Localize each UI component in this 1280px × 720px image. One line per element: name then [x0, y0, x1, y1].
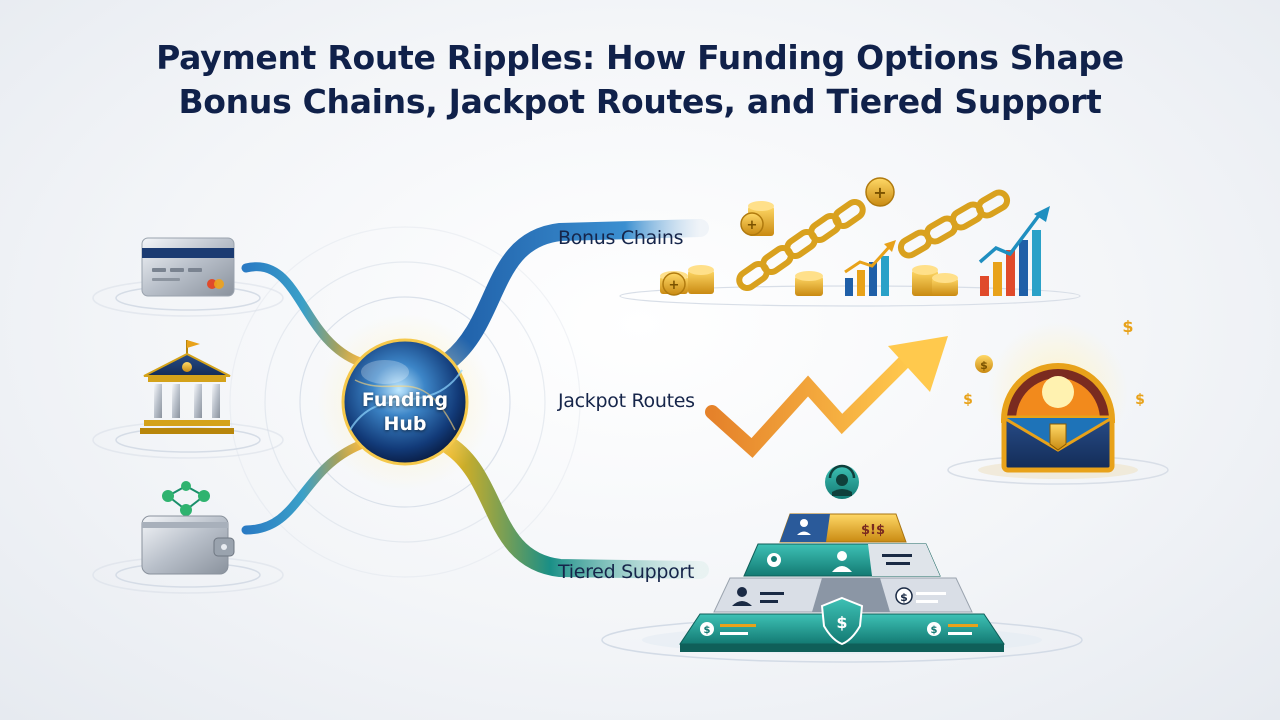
coin-stack-icon [912, 265, 958, 296]
title-line-2: Bonus Chains, Jackpot Routes, and Tiered… [178, 82, 1102, 121]
route-label-bonus-chains: Bonus Chains [558, 227, 684, 249]
svg-text:$: $ [931, 625, 938, 636]
svg-text:$: $ [963, 392, 973, 408]
svg-text:$: $ [1135, 392, 1145, 408]
funding-hub-label: Funding Hub [345, 388, 465, 436]
hub-label-line-2: Hub [383, 413, 427, 435]
bonus-coin-icon: + [865, 177, 895, 207]
coin-stack-icon: + [740, 201, 774, 236]
growth-chart-icon [844, 240, 896, 296]
route-band-support [441, 437, 709, 579]
user-icon [732, 587, 752, 606]
svg-text:+: + [747, 218, 758, 233]
svg-text:+: + [669, 278, 680, 293]
bonus-chains-art: + + + [619, 177, 1081, 307]
digital-wallet-icon [141, 481, 235, 575]
svg-text:$: $ [1122, 317, 1133, 336]
coin-stack-icon: + [660, 265, 714, 296]
growth-chart-icon [978, 206, 1050, 296]
chain-icon [897, 189, 1011, 259]
svg-text:$: $ [900, 591, 908, 604]
user-icon [832, 551, 852, 572]
hub-label-line-1: Funding [361, 389, 449, 411]
route-label-jackpot-routes: Jackpot Routes [558, 390, 695, 412]
headset-agent-icon [767, 553, 781, 567]
svg-text:$!$: $!$ [861, 523, 885, 538]
user-icon [797, 519, 811, 535]
headset-agent-icon [825, 464, 859, 499]
shield-icon: $ [820, 596, 864, 646]
page-title: Payment Route Ripples: How Funding Optio… [0, 36, 1280, 124]
coin-stack-icon [795, 271, 823, 296]
bank-icon [140, 340, 234, 434]
credit-card-icon [141, 237, 235, 297]
svg-text:$: $ [980, 359, 988, 372]
jackpot-arrowhead [888, 336, 948, 392]
title-line-1: Payment Route Ripples: How Funding Optio… [156, 38, 1124, 77]
jackpot-zigzag-arrow [705, 349, 917, 458]
route-label-tiered-support: Tiered Support [558, 561, 695, 583]
svg-text:+: + [873, 183, 886, 202]
chain-icon [736, 198, 866, 292]
svg-text:$: $ [836, 613, 847, 632]
svg-text:$: $ [704, 625, 711, 636]
jackpot-treasure-icon: $ $ $ $ [947, 317, 1169, 485]
funding-hub [317, 314, 493, 490]
tiered-support-pyramid: $ $ $ $ $!$ [601, 464, 1083, 663]
